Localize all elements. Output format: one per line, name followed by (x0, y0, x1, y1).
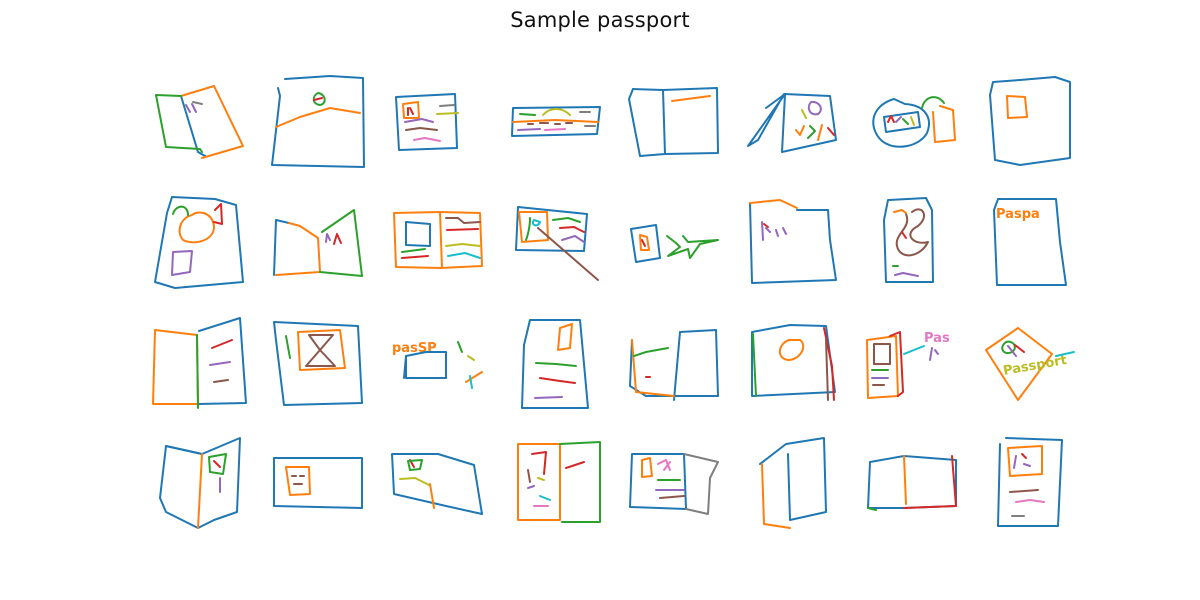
sketch-r1c3 (395, 93, 459, 151)
sketch-r3c1 (152, 317, 247, 409)
sketch-r1c4 (511, 106, 601, 137)
sketch-r1c2 (271, 75, 365, 168)
sketch-r2c6 (749, 199, 837, 284)
sketch-r4c8 (997, 437, 1063, 527)
sketch-label-r2c8: Paspa (996, 207, 1040, 222)
sketch-r3c7: Pas (866, 331, 950, 399)
sketch-r1c8 (989, 76, 1071, 166)
sketch-r3c2 (273, 321, 363, 406)
sketch-r2c7 (883, 197, 934, 283)
sketch-r3c4 (521, 319, 589, 409)
sketch-r2c8: Paspa (993, 198, 1067, 286)
sketch-r1c1 (155, 85, 244, 159)
sketch-r2c4 (515, 206, 599, 281)
sketch-label-r3c8: Passport (1002, 353, 1068, 379)
sketch-r4c1 (159, 437, 241, 529)
sketch-label-r3c7: Pas (924, 331, 950, 346)
sketch-r4c6 (759, 437, 827, 529)
sketch-r3c8: Passport (985, 327, 1075, 401)
figure-title: Sample passport (510, 8, 690, 32)
sketch-r4c7 (867, 455, 957, 511)
sketch-r2c3 (393, 211, 483, 269)
sketch-r4c5 (629, 453, 719, 515)
sketch-r1c6 (747, 93, 837, 153)
sketch-r1c7 (872, 96, 956, 148)
sketch-r4c4 (517, 441, 601, 523)
sketch-r3c6 (751, 324, 836, 401)
sketch-r3c3: pasSP (392, 341, 483, 389)
sketch-r4c3 (391, 453, 483, 515)
sketch-r2c2 (273, 209, 363, 277)
sketch-r3c5 (629, 329, 719, 401)
sketch-r4c2 (273, 457, 363, 509)
sketch-r2c1 (154, 196, 244, 289)
sketch-r2c5 (630, 224, 719, 263)
sketch-r1c5 (628, 87, 719, 157)
